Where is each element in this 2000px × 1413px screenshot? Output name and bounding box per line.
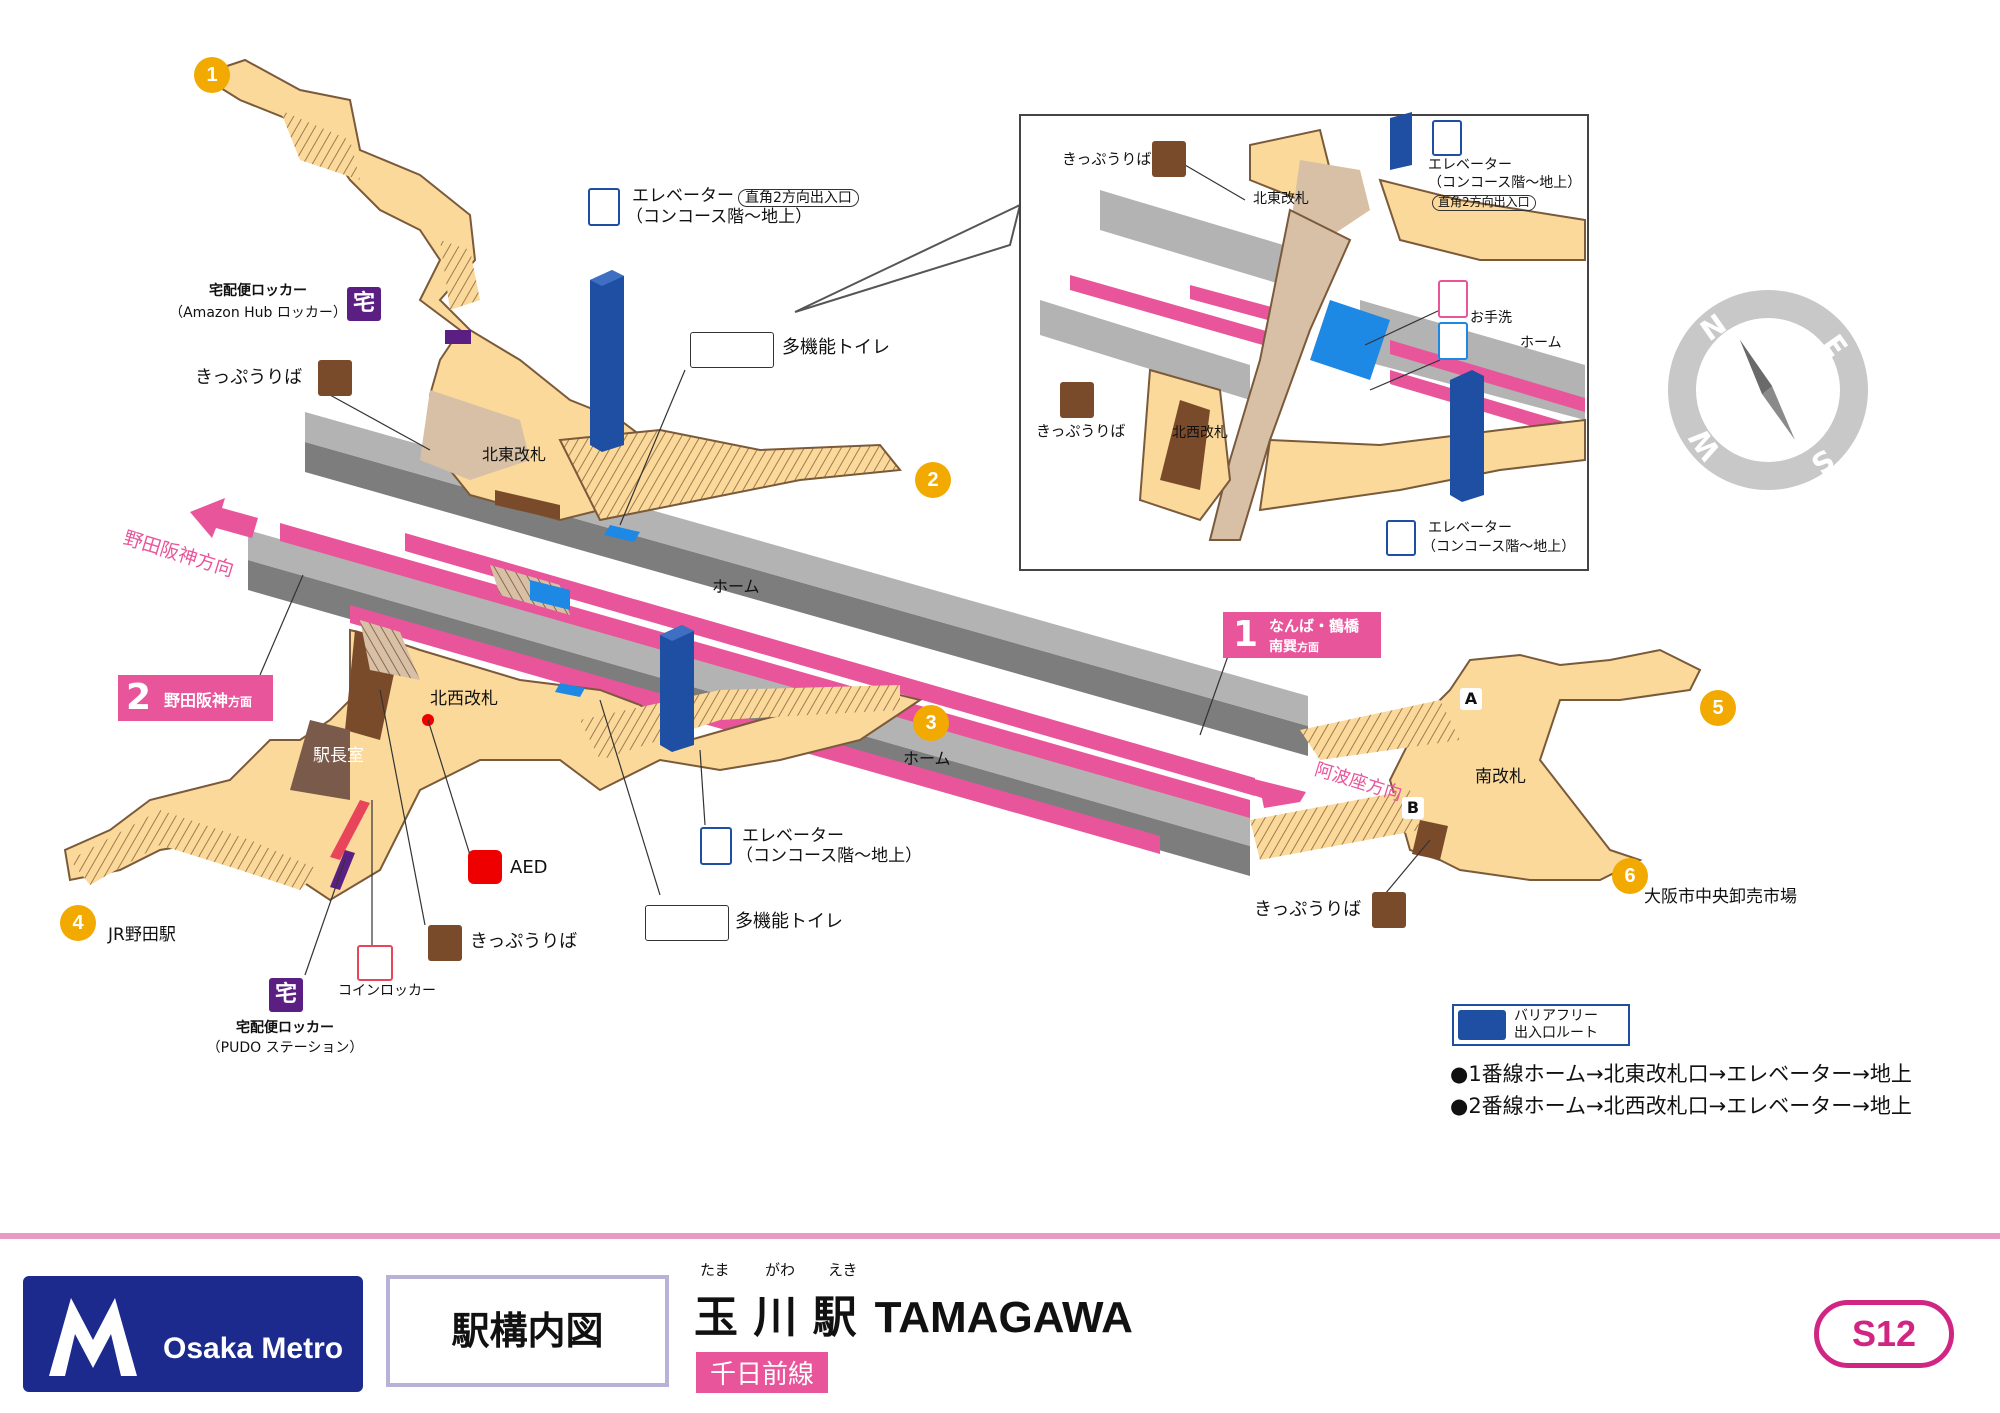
otearai-label: お手洗: [1470, 310, 1512, 326]
inset-kippu-nw: きっぷうりば: [1036, 422, 1126, 440]
inset-ne-gate: 北東改札: [1253, 191, 1309, 207]
ticket-icon: [318, 360, 352, 396]
pudo-locker-sub: （PUDO ステーション）: [206, 1040, 364, 1056]
market-label: 大阪市中央卸売市場: [1644, 887, 1797, 907]
gate-b-marker: B: [1402, 797, 1424, 819]
barrier-free-route-2: ●2番線ホーム→北西改札口→エレベーター→地上: [1450, 1094, 1912, 1118]
elevator-icon-nw: [700, 827, 732, 865]
leader-lines: [259, 369, 1431, 976]
multipurpose-toilet-icon: [690, 332, 774, 368]
exit-1-badge[interactable]: 1: [194, 57, 230, 93]
platform-1-tag: 1 なんば・鶴橋 南巽方面: [1223, 612, 1381, 658]
map-title-box: 駅構内図: [386, 1275, 669, 1387]
toilet-label-ne: 多機能トイレ: [782, 337, 890, 358]
osaka-metro-logo: Osaka Metro: [23, 1276, 363, 1392]
brand-text: Osaka Metro: [163, 1332, 344, 1365]
arrow-noda-direction: [190, 498, 258, 538]
aed-icon: [468, 850, 502, 884]
footer-divider: [0, 1233, 2000, 1239]
inset-ticket-icon-nw: [1060, 382, 1094, 418]
barrier-free-title-b: 出入口ルート: [1514, 1025, 1598, 1041]
inset-detail: [1019, 112, 1589, 571]
inset-callout: [794, 203, 1022, 313]
platform-2-dest: 野田阪神方面: [164, 691, 253, 710]
home-label-lower: ホーム: [903, 749, 951, 768]
ticket-icon-south: [1372, 892, 1406, 928]
elevator-label-nw: エレベーター: [742, 826, 844, 846]
ticket-icon-nw: [428, 925, 462, 961]
elevator-nw: [660, 625, 694, 752]
barrier-free-icon: [1458, 1010, 1506, 1040]
track-band-2: [405, 533, 1255, 796]
chokkaku-label: 直角2方向出入口: [738, 189, 859, 208]
platform-2-num: 2: [126, 677, 152, 718]
exit-2-badge[interactable]: 2: [915, 462, 951, 498]
exit-3-badge[interactable]: 3: [913, 705, 949, 741]
elevator-range-nw: （コンコース階～地上）: [736, 846, 923, 866]
elevator-range-ne: （コンコース階～地上）: [626, 207, 813, 227]
station-master-label: 駅長室: [313, 746, 364, 766]
north-east-gate-label: 北東改札: [482, 445, 547, 464]
platform-2-tag: 2 野田阪神方面: [118, 675, 273, 721]
furigana-gawa: がわ: [765, 1261, 796, 1279]
exit-5-badge[interactable]: 5: [1700, 690, 1736, 726]
furigana-tama: たま: [700, 1261, 730, 1279]
inset-elevator-icon-top: [1432, 120, 1462, 156]
elevator-icon: [588, 188, 620, 226]
arrow-awaza-direction: [1250, 778, 1306, 808]
map-title: 駅構内図: [451, 1309, 604, 1353]
compass: [1668, 290, 1868, 490]
inset-ticket-icon-ne: [1152, 141, 1186, 177]
pudo-locker-icon: 宅: [269, 978, 303, 1012]
multipurpose-toilet-icon-nw: [645, 905, 729, 941]
north-west-gate-label: 北西改札: [430, 689, 498, 709]
amazon-locker-label: 宅配便ロッカー: [209, 283, 307, 299]
inset-kippu-ne: きっぷうりば: [1062, 150, 1152, 168]
mens-toilet-icon: [1438, 322, 1468, 360]
inset-elevator-icon-bottom: [1386, 520, 1416, 556]
platform-1-dest-b: 南巽方面: [1269, 639, 1319, 655]
kippu-label-south: きっぷうりば: [1254, 899, 1362, 920]
inset-home-label: ホーム: [1520, 335, 1562, 351]
inset-chokkaku: 直角2方向出入口: [1432, 195, 1536, 211]
furigana-eki: えき: [828, 1261, 858, 1279]
kippu-label-ne: きっぷうりば: [195, 367, 303, 388]
toilet-label-nw: 多機能トイレ: [735, 911, 843, 932]
amazon-locker-sub: （Amazon Hub ロッカー）: [169, 305, 347, 321]
line-name-tag: 千日前線: [696, 1352, 829, 1393]
home-label-upper: ホーム: [712, 577, 760, 596]
south-gate-label: 南改札: [1475, 767, 1526, 787]
pudo-locker-label: 宅配便ロッカー: [236, 1020, 334, 1036]
inset-elevator-label-top: エレベーター: [1428, 157, 1512, 173]
womens-toilet-icon: [1438, 280, 1468, 318]
inset-nw-gate: 北西改札: [1172, 425, 1228, 441]
metro-m-icon: [49, 1298, 137, 1376]
barrier-free-box: バリアフリー 出入口ルート: [1452, 1004, 1630, 1046]
inset-elevator-range-top: （コンコース階～地上）: [1428, 175, 1582, 191]
station-code-badge: S12: [1814, 1300, 1954, 1368]
jr-noda-label: JR野田駅: [108, 925, 176, 945]
exit-6-badge[interactable]: 6: [1612, 858, 1648, 894]
inset-elevator-label-bottom: エレベーター: [1428, 520, 1512, 536]
aed-label: AED: [510, 857, 548, 878]
platform-1-dest-a: なんば・鶴橋: [1269, 617, 1360, 635]
coin-locker-label: コインロッカー: [338, 983, 436, 999]
barrier-free-title-a: バリアフリー: [1514, 1008, 1598, 1024]
coin-locker-icon: [357, 945, 393, 981]
kippu-label-nw: きっぷうりば: [470, 931, 578, 952]
elevator-label-ne: エレベーター: [632, 186, 734, 206]
platform-1-num: 1: [1233, 614, 1259, 655]
exit-4-badge[interactable]: 4: [60, 905, 96, 941]
gate-a-marker: A: [1460, 688, 1482, 710]
amazon-locker-icon: 宅: [347, 287, 381, 321]
barrier-free-route-1: ●1番線ホーム→北東改札口→エレベーター→地上: [1450, 1062, 1912, 1086]
elevator-ne: [590, 270, 624, 452]
inset-elevator-range-bottom: （コンコース階～地上）: [1422, 539, 1576, 555]
ne-concourse: [197, 58, 902, 542]
